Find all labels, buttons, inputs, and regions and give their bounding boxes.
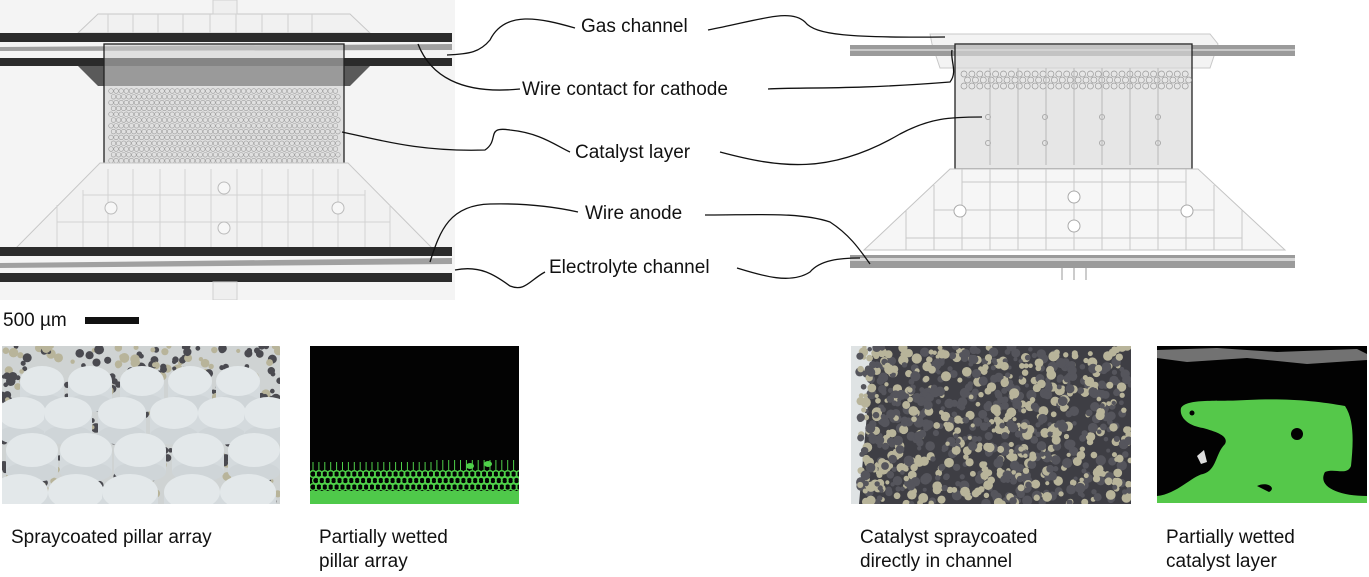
electrolyte-channel-top-wall — [0, 247, 452, 256]
caption-catalyst-in-channel: Catalyst spraycoated directly in channel — [860, 527, 1038, 572]
panel-a-micrograph — [0, 0, 455, 300]
thumbnail-wetted-catalyst-layer — [1157, 346, 1367, 503]
callout-wire-contact-cathode: Wire contact for cathode — [522, 79, 728, 100]
anode-wire — [0, 258, 452, 268]
callout-leaders — [341, 15, 983, 289]
electrolyte-channel-bottom-wall — [0, 273, 452, 282]
pillar-grid — [108, 88, 341, 164]
panel-b-micrograph — [840, 0, 1300, 290]
scale-bar-label: 500 µm — [3, 310, 67, 331]
gas-channel-top-wall — [0, 33, 452, 42]
caption-wetted-pillar-array: Partially wetted pillar array — [319, 527, 448, 572]
callout-electrolyte-channel: Electrolyte channel — [549, 257, 710, 278]
thumbnail-wetted-pillar-array — [310, 346, 519, 504]
callout-gas-channel: Gas channel — [581, 16, 688, 37]
callout-wire-anode: Wire anode — [585, 203, 683, 224]
caption-spraycoated-pillar-array: Spraycoated pillar array — [11, 527, 212, 548]
callout-catalyst-layer: Catalyst layer — [575, 142, 691, 163]
caption-wetted-catalyst-layer: Partially wetted catalyst layer — [1166, 527, 1295, 572]
scale-bar — [85, 317, 139, 324]
thumbnail-catalyst-in-channel — [851, 346, 1131, 504]
thumbnail-spraycoated-pillar-array — [2, 346, 280, 504]
